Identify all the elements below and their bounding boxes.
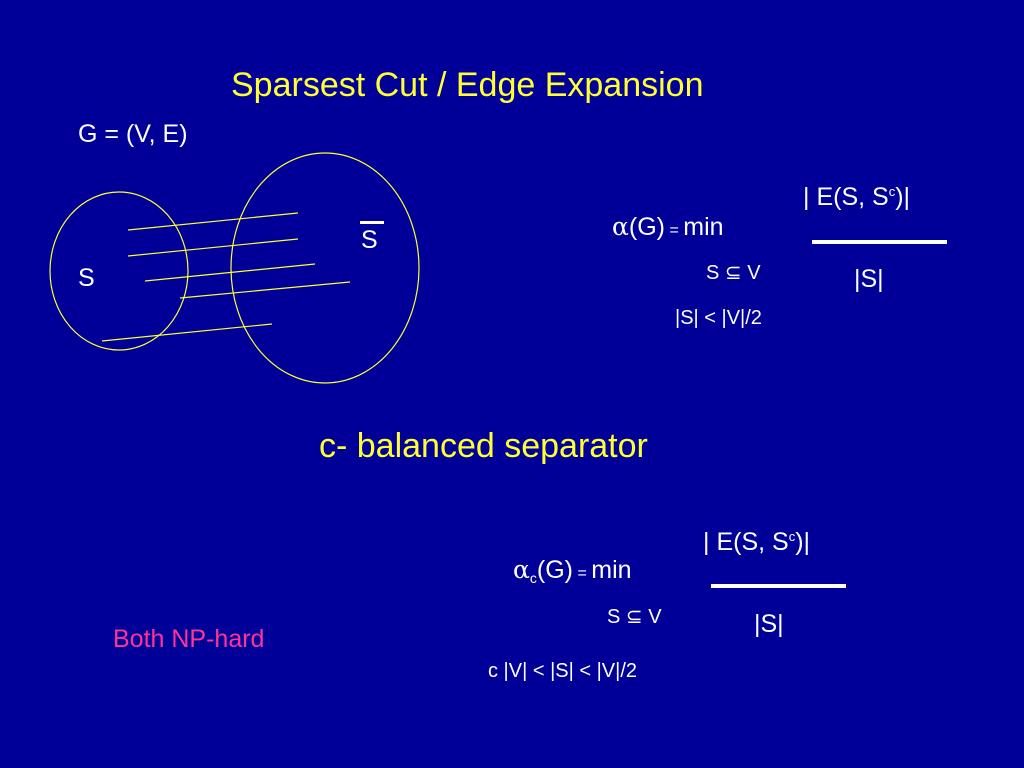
formula2-fraction-bar (711, 584, 846, 588)
cut-edge (144, 263, 316, 282)
formula2-num-pre: | E(S, S (703, 528, 789, 556)
section-title: c- balanced separator (319, 427, 648, 465)
formula2-num-sup: c (788, 529, 796, 544)
formula2-min: min (591, 556, 632, 584)
formula1-denominator: |S| (854, 265, 884, 293)
formula2-lhs: αc(G) = min (513, 555, 632, 585)
formula2-arg: (G) (536, 556, 573, 584)
formula2-equals: = (577, 565, 587, 582)
formula2-num-post: )| (795, 528, 811, 556)
set-s-ellipse (49, 191, 189, 351)
formula1-subset: S ⊆ V (706, 262, 761, 284)
formula2-constraint: c |V| < |S| < |V|/2 (488, 660, 638, 682)
formula1-constraint: |S| < |V|/2 (675, 307, 762, 329)
formula2-denominator: |S| (754, 610, 784, 638)
set-s-label: S (78, 264, 95, 292)
set-s-bar-label: S (361, 226, 378, 254)
alpha-symbol: α (612, 212, 629, 241)
formula2-subset: S ⊆ V (607, 606, 662, 628)
cut-edge (127, 212, 299, 231)
np-hard-note: Both NP-hard (113, 625, 265, 653)
formula2-sub: c (529, 570, 537, 586)
complement-overline (360, 221, 384, 224)
formula1-equals: = (669, 222, 679, 239)
formula1-min: min (683, 213, 724, 241)
formula1-num-sup: c (888, 184, 896, 199)
slide-title: Sparsest Cut / Edge Expansion (231, 66, 704, 104)
alpha-symbol: α (513, 555, 530, 584)
formula1-num-post: )| (895, 183, 911, 211)
formula1-numerator: | E(S, Sc)| (803, 183, 910, 212)
formula1-arg: (G) (628, 213, 665, 241)
formula2-numerator: | E(S, Sc)| (703, 528, 810, 557)
cut-edge (179, 281, 351, 299)
cut-edge (101, 323, 273, 342)
cut-edge (127, 238, 299, 257)
formula1-num-pre: | E(S, S (803, 183, 889, 211)
set-s-complement-ellipse (230, 152, 420, 384)
formula1-fraction-bar (812, 240, 947, 244)
formula1-lhs: α(G) = min (612, 212, 724, 242)
graph-label: G = (V, E) (78, 120, 188, 148)
